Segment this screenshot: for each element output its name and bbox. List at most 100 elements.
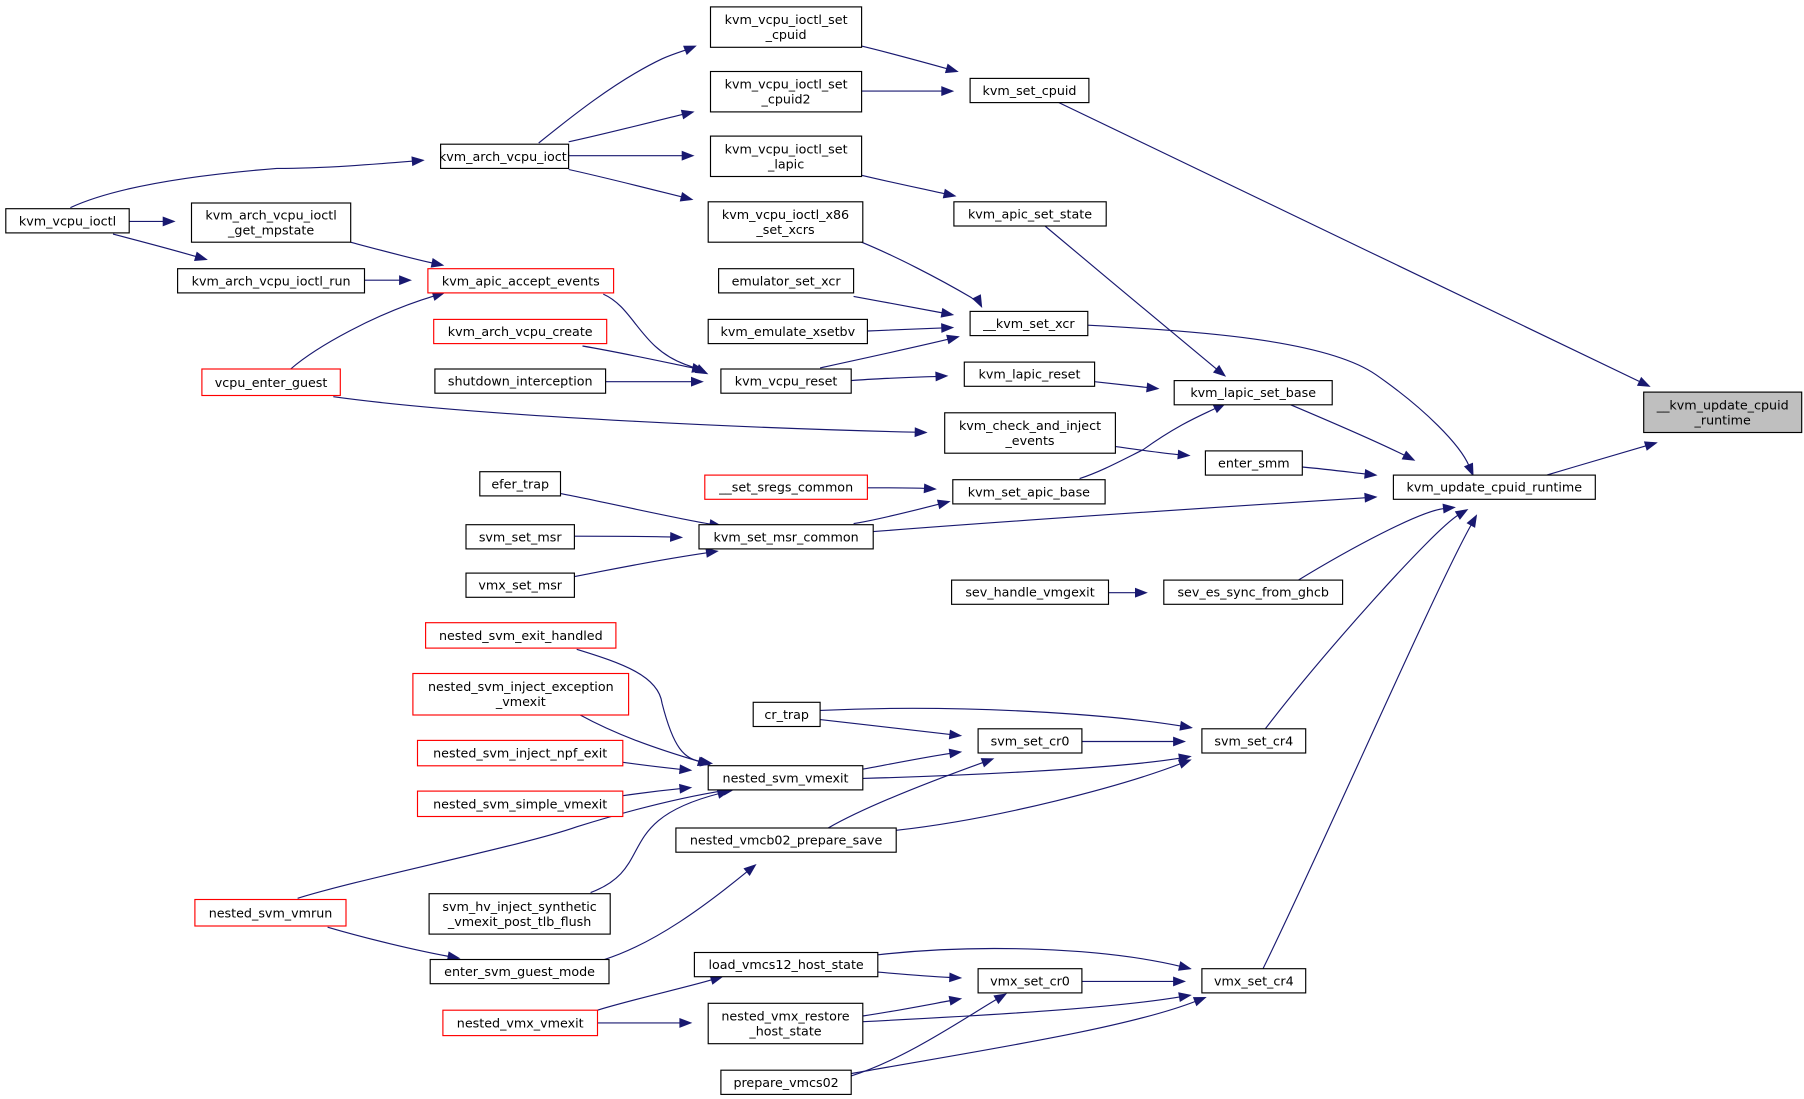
- call-edge-arch_vcpu_ioctl-to-ioctl_set_lapic: [568, 150, 695, 161]
- function-node-set-xcr[interactable]: __kvm_set_xcr: [969, 310, 1089, 337]
- function-node-efer-trap[interactable]: efer_trap: [479, 471, 562, 497]
- arrowhead: [1179, 720, 1193, 731]
- function-node-arch-vcpu-create[interactable]: kvm_arch_vcpu_create: [433, 318, 608, 345]
- function-node-vcpu-ioctl[interactable]: kvm_vcpu_ioctl: [5, 208, 130, 234]
- edge-line: [862, 752, 952, 770]
- function-node-cr-trap[interactable]: cr_trap: [752, 701, 821, 728]
- function-node-vmx-set-cr4[interactable]: vmx_set_cr4: [1201, 968, 1307, 994]
- arrowhead: [679, 764, 693, 775]
- edge-line: [853, 295, 944, 314]
- edge-line: [862, 996, 1181, 1023]
- edge-line: [851, 998, 998, 1077]
- function-node-svm-set-cr4[interactable]: svm_set_cr4: [1201, 728, 1307, 754]
- function-node-update-runtime[interactable]: kvm_update_cpuid_runtime: [1392, 474, 1596, 500]
- function-node-sev-es-sync[interactable]: sev_es_sync_from_ghcb: [1163, 579, 1344, 605]
- function-node-prepare-vmcs02[interactable]: prepare_vmcs02: [720, 1069, 852, 1095]
- node-label: _vmexit: [495, 694, 546, 709]
- function-node-vmx-set-msr[interactable]: vmx_set_msr: [465, 572, 575, 598]
- call-edge-prepare_vmcs02-to-vmx_set_cr0: [851, 993, 1008, 1077]
- function-node-lapic-set-base[interactable]: kvm_lapic_set_base: [1173, 380, 1333, 406]
- node-label: sev_handle_vmgexit: [965, 585, 1094, 600]
- arrowhead: [941, 323, 955, 333]
- call-edge-vmx_set_msr-to-set_msr_common: [574, 548, 719, 578]
- function-node-check-inject-events[interactable]: kvm_check_and_inject_events: [944, 412, 1116, 454]
- function-node-emulator-set-xcr[interactable]: emulator_set_xcr: [718, 268, 855, 294]
- function-node-nested-svm-vmexit[interactable]: nested_svm_vmexit: [707, 765, 864, 791]
- node-label: _host_state: [748, 1024, 821, 1039]
- node-box: [952, 479, 1106, 505]
- node-label: kvm_arch_vcpu_create: [448, 324, 593, 339]
- arrowhead: [1454, 508, 1469, 520]
- arrowhead: [705, 548, 719, 558]
- function-node-nested-vmx-vmexit[interactable]: nested_vmx_vmexit: [442, 1009, 599, 1037]
- function-node-root[interactable]: __kvm_update_cpuid_runtime: [1643, 391, 1803, 434]
- function-node-get-mpstate[interactable]: kvm_arch_vcpu_ioctl_get_mpstate: [190, 202, 352, 243]
- node-box: [707, 318, 868, 345]
- function-node-nested-svm-vmrun[interactable]: nested_svm_vmrun: [194, 898, 347, 927]
- edge-line: [1087, 324, 1470, 467]
- arrowhead: [949, 972, 963, 983]
- function-node-emulate-xsetbv[interactable]: kvm_emulate_xsetbv: [707, 318, 868, 345]
- edge-line: [297, 789, 726, 899]
- function-node-apic-set-state[interactable]: kvm_apic_set_state: [953, 201, 1107, 227]
- function-node-lapic-reset[interactable]: kvm_lapic_reset: [963, 361, 1096, 387]
- edge-line: [579, 714, 701, 763]
- function-node-vcpu-reset[interactable]: kvm_vcpu_reset: [720, 368, 852, 394]
- node-box: [465, 524, 575, 550]
- function-node-ioctl-run[interactable]: kvm_arch_vcpu_ioctl_run: [177, 268, 366, 294]
- node-label: kvm_lapic_reset: [979, 367, 1081, 382]
- node-box: [720, 1069, 852, 1095]
- arrowhead: [936, 499, 951, 510]
- arrowhead: [1463, 462, 1474, 477]
- function-node-ioctl-set-lapic[interactable]: kvm_vcpu_ioctl_set_lapic: [709, 135, 863, 178]
- call-edge-nested_svm_inject_exception-to-nested_svm_vmexit: [579, 714, 711, 767]
- function-node-shutdown-interception[interactable]: shutdown_interception: [434, 368, 607, 394]
- function-node-nested-svm-exit-handled[interactable]: nested_svm_exit_handled: [425, 622, 617, 649]
- node-box: [190, 202, 352, 243]
- node-label: nested_svm_vmexit: [723, 770, 849, 785]
- node-label: _events: [1004, 433, 1054, 448]
- function-node-set-apic-base[interactable]: kvm_set_apic_base: [952, 479, 1106, 505]
- node-label: kvm_apic_set_state: [968, 206, 1092, 221]
- function-node-arch-vcpu-ioctl[interactable]: kvm_arch_vcpu_ioctl: [439, 143, 570, 169]
- function-node-load-vmcs12-host-state[interactable]: load_vmcs12_host_state: [693, 951, 879, 978]
- function-node-vcpu-enter-guest[interactable]: vcpu_enter_guest: [201, 368, 341, 397]
- function-node-apic-accept-events[interactable]: kvm_apic_accept_events: [427, 268, 615, 294]
- function-node-set-msr-common[interactable]: kvm_set_msr_common: [698, 524, 874, 550]
- function-node-enter-svm-guest-mode[interactable]: enter_svm_guest_mode: [429, 958, 610, 985]
- function-node-vmx-set-cr0[interactable]: vmx_set_cr0: [977, 968, 1083, 994]
- function-node-ioctl-set-cpuid2[interactable]: kvm_vcpu_ioctl_set_cpuid2: [709, 70, 863, 113]
- function-node-nested-svm-simple-vmexit[interactable]: nested_svm_simple_vmexit: [416, 790, 624, 818]
- call-edge-load_vmcs12_host_state-to-vmx_set_cr4: [877, 947, 1192, 971]
- function-node-enter-smm[interactable]: enter_smm: [1204, 450, 1303, 476]
- function-node-svm-set-msr[interactable]: svm_set_msr: [465, 524, 575, 550]
- function-node-nested-vmcb02-prepare-save[interactable]: nested_vmcb02_prepare_save: [675, 827, 897, 853]
- arrowhead: [1178, 961, 1192, 971]
- node-label: vmx_set_cr0: [990, 973, 1070, 988]
- call-edge-svm_set_msr-to-set_msr_common: [574, 532, 684, 542]
- edge-line: [1094, 381, 1149, 389]
- function-node-ioctl-x86-set-xcrs[interactable]: kvm_vcpu_ioctl_x86_set_xcrs: [707, 201, 864, 243]
- node-box: [969, 77, 1090, 104]
- call-edge-nested_svm_simple_vmexit-to-nested_svm_vmexit: [622, 783, 693, 797]
- node-label: nested_vmcb02_prepare_save: [690, 833, 883, 848]
- function-node-nested-svm-inject-npf-exit[interactable]: nested_svm_inject_npf_exit: [416, 739, 624, 767]
- node-label: svm_set_cr0: [991, 733, 1070, 748]
- node-box: [698, 524, 874, 550]
- function-node-nested-vmx-restore-host-state[interactable]: nested_vmx_restore_host_state: [707, 1002, 864, 1045]
- function-node-set-sregs-common[interactable]: __set_sregs_common: [704, 474, 868, 500]
- function-node-nested-svm-inject-exception[interactable]: nested_svm_inject_exception_vmexit: [412, 672, 630, 716]
- node-label: kvm_arch_vcpu_ioctl: [205, 208, 336, 223]
- call-edge-vcpu_reset-to-lapic_reset: [851, 371, 949, 382]
- edge-line: [867, 327, 943, 332]
- edge-line: [1264, 514, 1459, 730]
- edge-line: [861, 241, 979, 301]
- node-label: kvm_vcpu_ioctl_set: [725, 141, 848, 156]
- node-box: [427, 268, 615, 294]
- function-node-ioctl-set-cpuid[interactable]: kvm_vcpu_ioctl_set_cpuid: [709, 6, 863, 48]
- function-node-sev-handle-vmgexit[interactable]: sev_handle_vmgexit: [951, 579, 1110, 605]
- call-edge-emulator_set_xcr-to-set_xcr: [853, 295, 955, 318]
- function-node-set-cpuid[interactable]: kvm_set_cpuid: [969, 77, 1090, 104]
- function-node-svm-set-cr0[interactable]: svm_set_cr0: [977, 728, 1083, 754]
- function-node-svm-hv-inject[interactable]: svm_hv_inject_synthetic_vmexit_post_tlb_…: [428, 893, 611, 935]
